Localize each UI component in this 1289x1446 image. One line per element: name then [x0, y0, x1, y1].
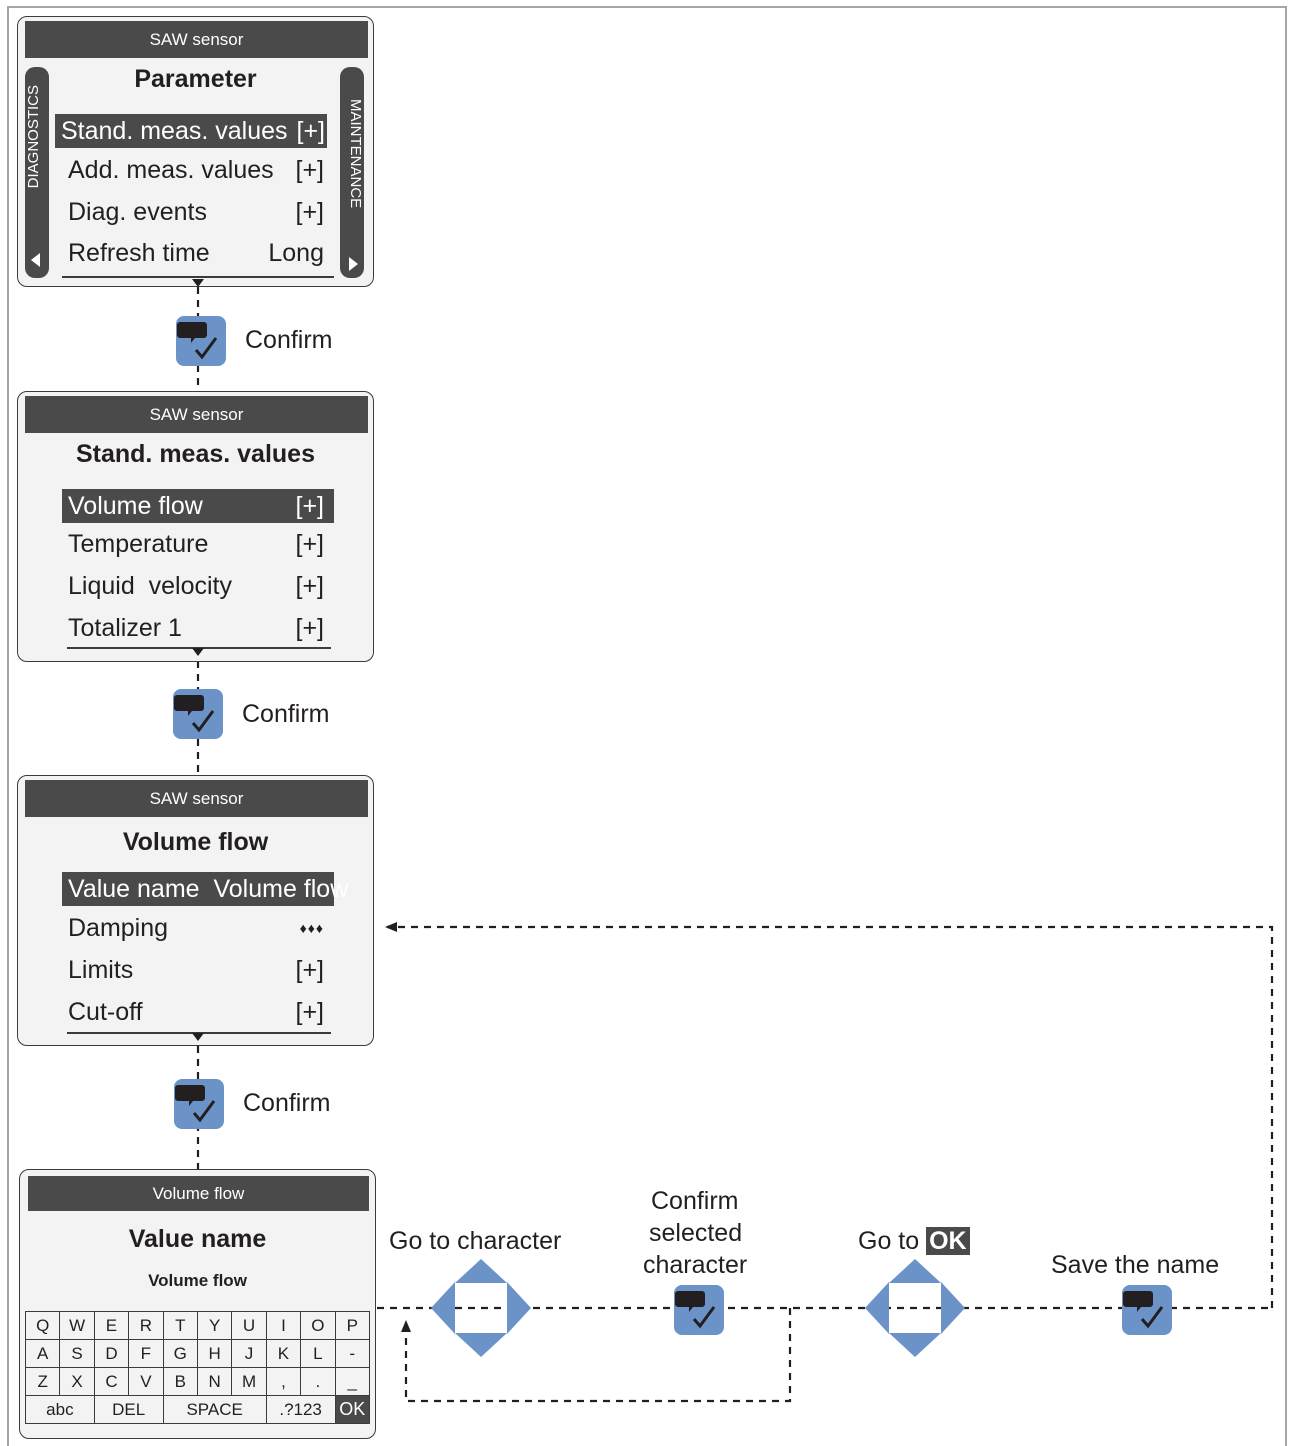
key-d[interactable]: D — [93, 1339, 130, 1368]
key-space[interactable]: SPACE — [162, 1395, 267, 1424]
screen-title: Stand. meas. values — [75, 440, 315, 468]
step-label-confirm-selected-2: selected — [649, 1219, 743, 1247]
list-divider — [67, 1032, 331, 1034]
key-underscore[interactable]: _ — [334, 1367, 371, 1396]
key-symbols[interactable]: .?123 — [265, 1395, 336, 1424]
diagram-frame — [7, 6, 1287, 1446]
key-e[interactable]: E — [93, 1311, 130, 1340]
scroll-down-icon — [192, 279, 204, 287]
menu-item-volume-flow[interactable]: Volume flow [+] — [62, 489, 334, 523]
arrow-keys-icon — [865, 1259, 965, 1357]
key-l[interactable]: L — [300, 1339, 336, 1368]
confirm-button-icon — [674, 1285, 724, 1335]
left-arrow-icon — [31, 253, 40, 267]
key-a[interactable]: A — [24, 1339, 61, 1368]
list-divider — [62, 276, 334, 278]
key-y[interactable]: Y — [196, 1311, 233, 1340]
step-label-confirm-selected-3: character — [643, 1251, 748, 1279]
arrow-keys-icon — [431, 1259, 531, 1357]
menu-item-limits[interactable]: Limits [+] — [68, 956, 324, 984]
key-x[interactable]: X — [59, 1367, 95, 1396]
key-h[interactable]: H — [196, 1339, 233, 1368]
ok-highlight: OK — [926, 1227, 970, 1255]
screen-header: SAW sensor — [25, 396, 368, 433]
screen-title: Parameter — [134, 65, 257, 93]
key-j[interactable]: J — [231, 1339, 267, 1368]
menu-item-refresh-time[interactable]: Refresh time Long — [68, 239, 324, 267]
on-screen-keyboard: Q W E R T Y U I O P A S D F G H J K L - … — [24, 1311, 371, 1424]
scroll-down-icon — [192, 648, 204, 656]
screen-title: Volume flow — [122, 828, 269, 856]
key-abc[interactable]: abc — [25, 1395, 95, 1424]
key-m[interactable]: M — [231, 1367, 267, 1396]
key-v[interactable]: V — [128, 1367, 164, 1396]
key-b[interactable]: B — [162, 1367, 198, 1396]
step-label-go-to-character: Go to character — [389, 1227, 562, 1255]
key-g[interactable]: G — [162, 1339, 198, 1368]
key-hyphen[interactable]: - — [334, 1339, 371, 1368]
confirm-button-icon — [174, 1079, 224, 1129]
key-w[interactable]: W — [59, 1311, 95, 1340]
scroll-down-icon — [192, 1033, 204, 1041]
key-q[interactable]: Q — [24, 1311, 61, 1340]
screen-title: Value name — [128, 1225, 267, 1253]
key-n[interactable]: N — [196, 1367, 233, 1396]
menu-item-totalizer-1[interactable]: Totalizer 1 [+] — [68, 614, 324, 642]
confirm-button-icon — [1122, 1285, 1172, 1335]
menu-item-damping[interactable]: Damping ♦♦♦ — [68, 914, 324, 942]
screen-header: Volume flow — [28, 1176, 369, 1211]
confirm-button-icon — [176, 316, 226, 366]
key-comma[interactable]: , — [265, 1367, 302, 1396]
key-p[interactable]: P — [334, 1311, 371, 1340]
menu-item-value-name[interactable]: Value name Volume flow — [62, 872, 348, 906]
key-i[interactable]: I — [265, 1311, 302, 1340]
menu-item-cut-off[interactable]: Cut-off [+] — [68, 998, 324, 1026]
list-divider — [67, 647, 331, 649]
key-u[interactable]: U — [231, 1311, 267, 1340]
step-label-go-to-ok: Go to OK — [858, 1227, 970, 1256]
step-label-confirm-selected-1: Confirm — [651, 1187, 739, 1215]
step-label-confirm-2: Confirm — [242, 700, 330, 728]
menu-item-add-meas-values[interactable]: Add. meas. values [+] — [68, 156, 324, 184]
confirm-button-icon — [173, 689, 223, 739]
screen-volume-flow: SAW sensor Volume flow Value name Volume… — [17, 775, 374, 1046]
maintenance-tab[interactable]: MAINTENANCE — [340, 67, 364, 278]
key-r[interactable]: R — [128, 1311, 164, 1340]
screen-stand-meas-values: SAW sensor Stand. meas. values Volume fl… — [17, 391, 374, 662]
menu-item-liquid-velocity[interactable]: Liquid velocity [+] — [68, 572, 324, 600]
current-value-text: Volume flow — [148, 1271, 247, 1290]
key-ok[interactable]: OK — [334, 1395, 371, 1424]
step-label-confirm-3: Confirm — [243, 1089, 331, 1117]
key-o[interactable]: O — [300, 1311, 336, 1340]
key-c[interactable]: C — [93, 1367, 130, 1396]
right-arrow-icon — [349, 257, 358, 271]
menu-item-stand-meas-values[interactable]: Stand. meas. values [+] — [55, 114, 327, 148]
return-to-volume-flow-arrow — [385, 922, 1274, 1308]
screen-parameter: SAW sensor Parameter DIAGNOSTICS MAINTEN… — [17, 16, 374, 287]
screen-header: SAW sensor — [25, 21, 368, 58]
step-label-save-the-name: Save the name — [1051, 1251, 1220, 1279]
key-period[interactable]: . — [300, 1367, 336, 1396]
screen-header: SAW sensor — [25, 780, 368, 817]
menu-item-diag-events[interactable]: Diag. events [+] — [68, 198, 324, 226]
key-del[interactable]: DEL — [93, 1395, 164, 1424]
diagnostics-tab[interactable]: DIAGNOSTICS — [25, 67, 49, 278]
key-k[interactable]: K — [265, 1339, 302, 1368]
menu-item-temperature[interactable]: Temperature [+] — [68, 530, 324, 558]
key-z[interactable]: Z — [24, 1367, 61, 1396]
key-t[interactable]: T — [162, 1311, 198, 1340]
step-label-confirm-1: Confirm — [245, 326, 333, 354]
key-f[interactable]: F — [128, 1339, 164, 1368]
key-s[interactable]: S — [59, 1339, 95, 1368]
